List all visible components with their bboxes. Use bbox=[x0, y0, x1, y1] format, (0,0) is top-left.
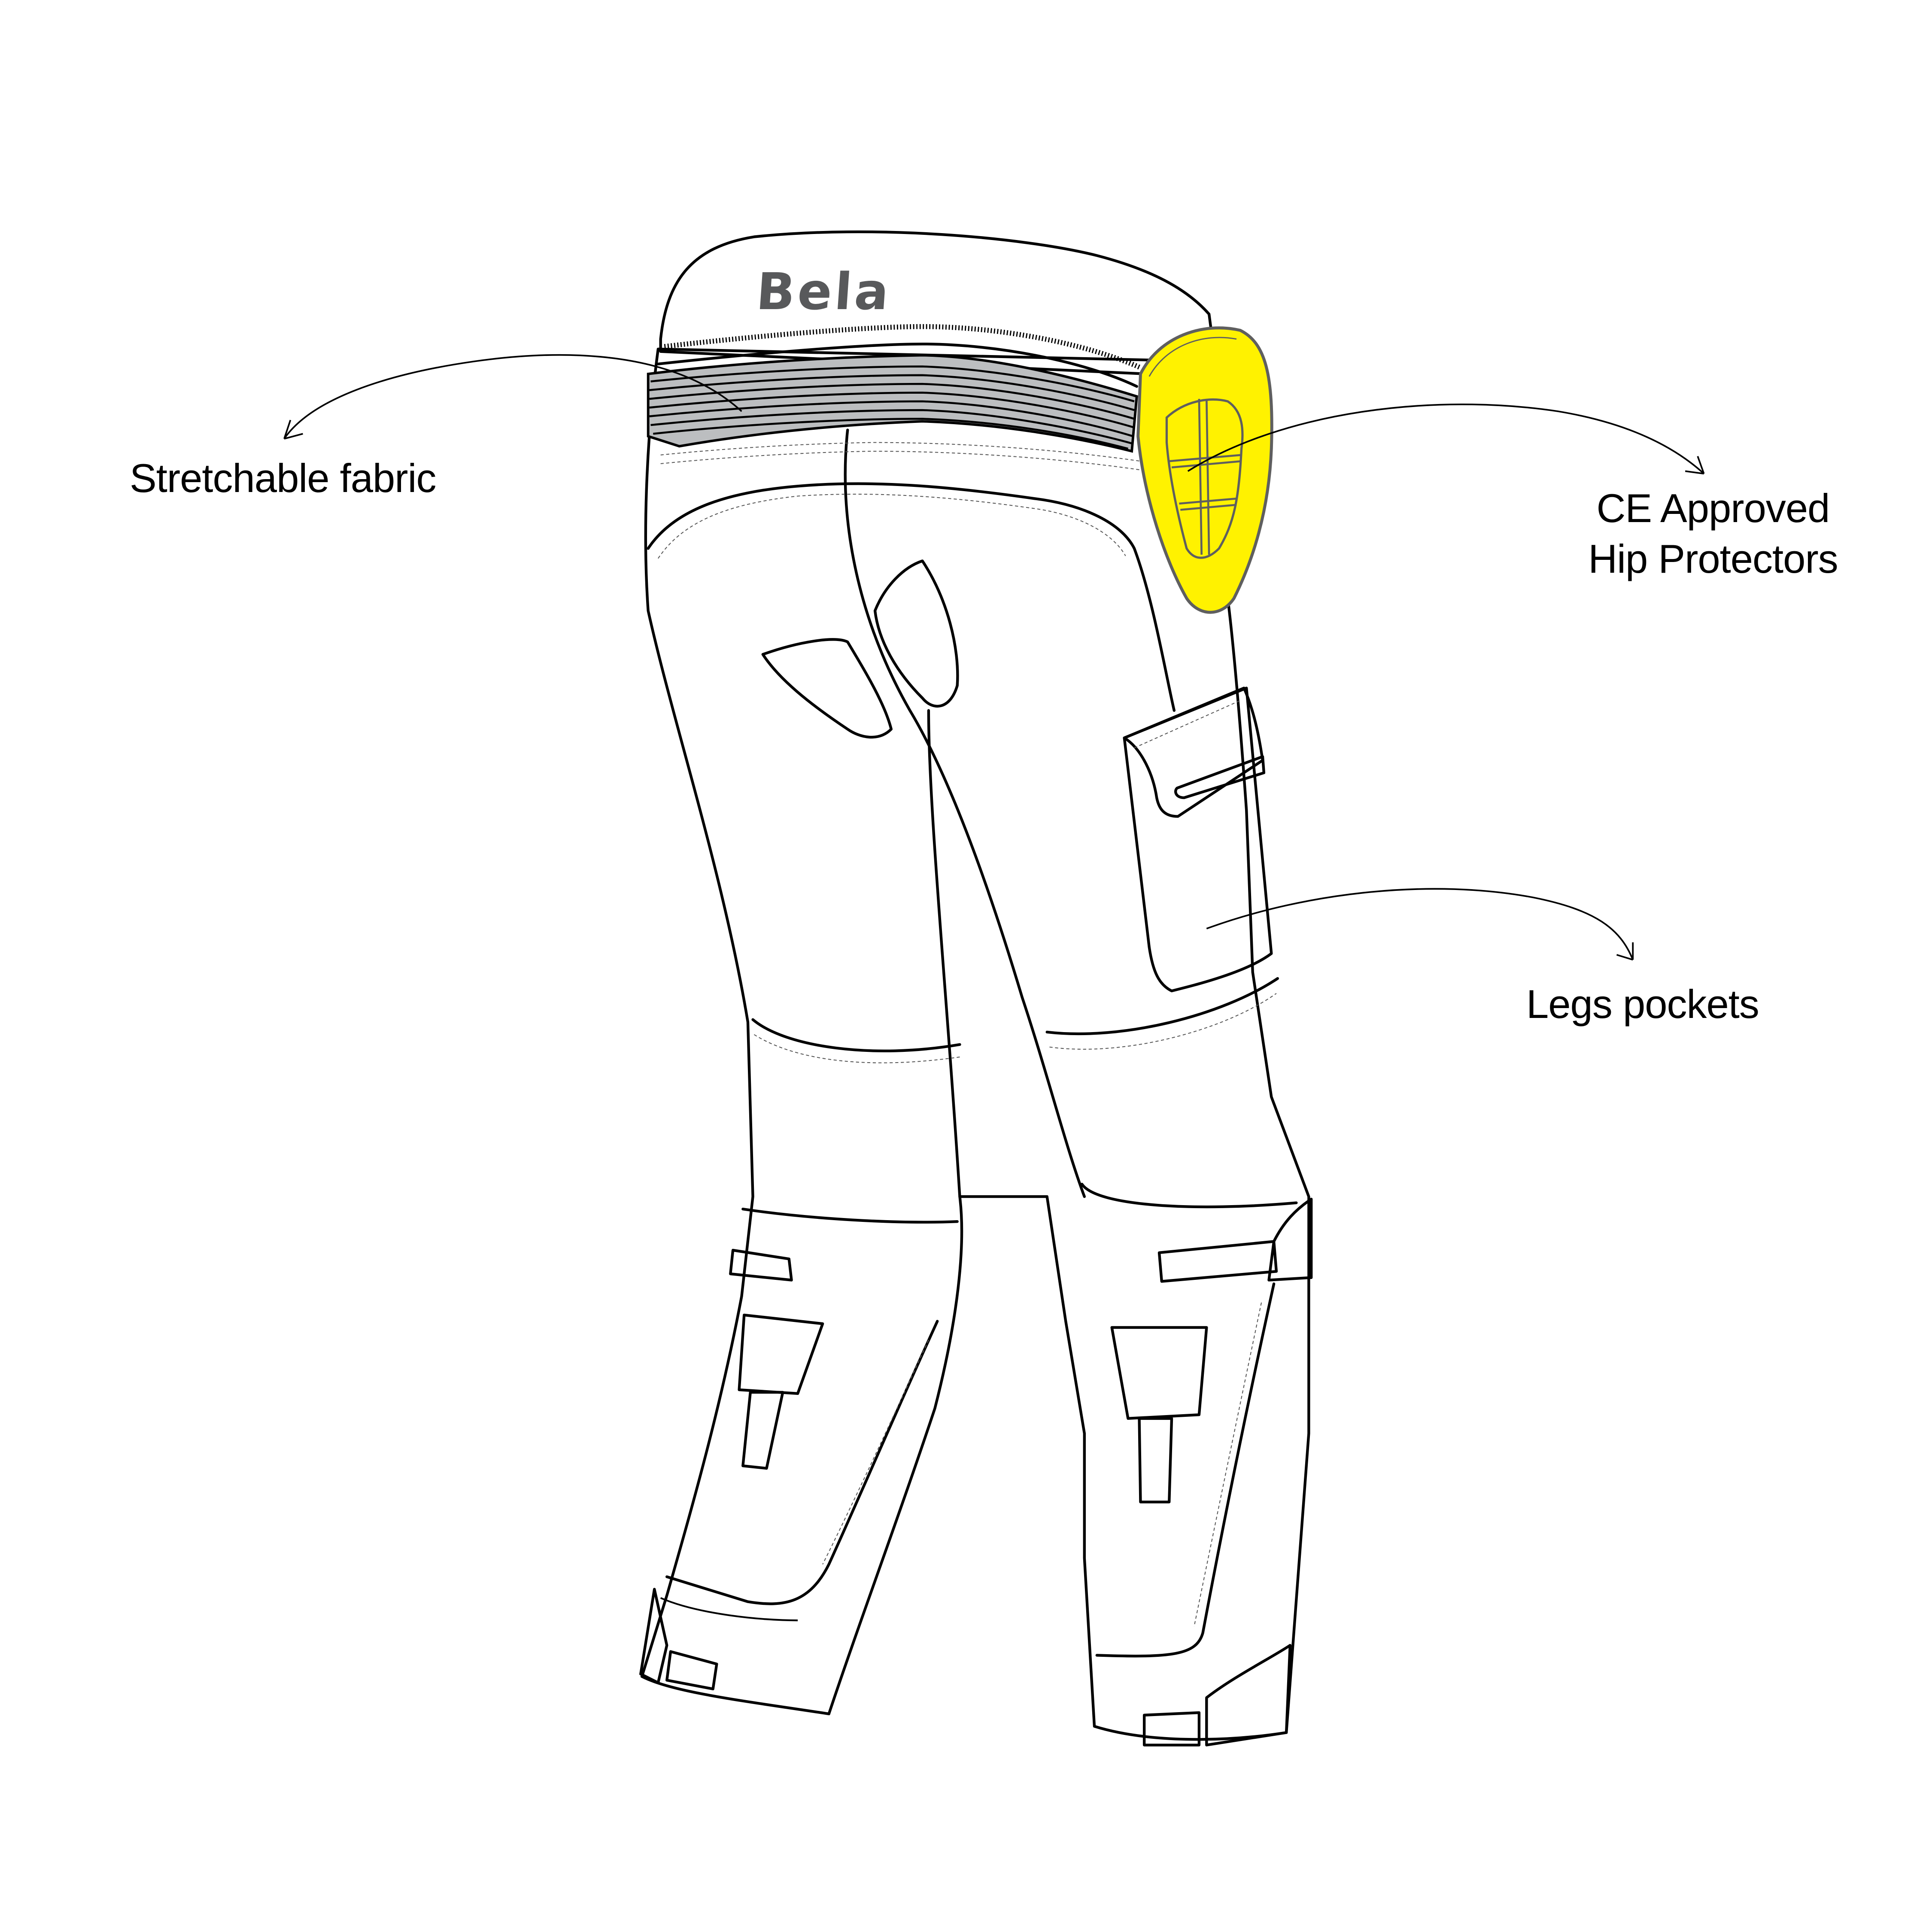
waist-zipper bbox=[656, 324, 1142, 388]
trousers-body bbox=[640, 230, 1310, 1741]
callout-arrows bbox=[283, 354, 1705, 961]
callout-leg-pockets: Legs pockets bbox=[1526, 981, 1759, 1027]
callout-hip-protectors-line2: Hip Protectors bbox=[1588, 536, 1838, 581]
knee-patches bbox=[729, 1197, 1313, 1504]
stretch-fabric-panel bbox=[647, 354, 1138, 453]
callout-hip-protectors: CE Approved Hip Protectors bbox=[1550, 483, 1876, 584]
hem-adjusters bbox=[639, 1588, 1292, 1747]
callout-hip-protectors-line1: CE Approved bbox=[1596, 486, 1830, 531]
hip-protector bbox=[1136, 326, 1273, 614]
leg-pocket bbox=[1123, 687, 1273, 993]
seat-grip-patches bbox=[761, 559, 959, 739]
brand-logo: Bela bbox=[754, 262, 893, 321]
callout-stretchable-fabric: Stretchable fabric bbox=[130, 456, 436, 501]
